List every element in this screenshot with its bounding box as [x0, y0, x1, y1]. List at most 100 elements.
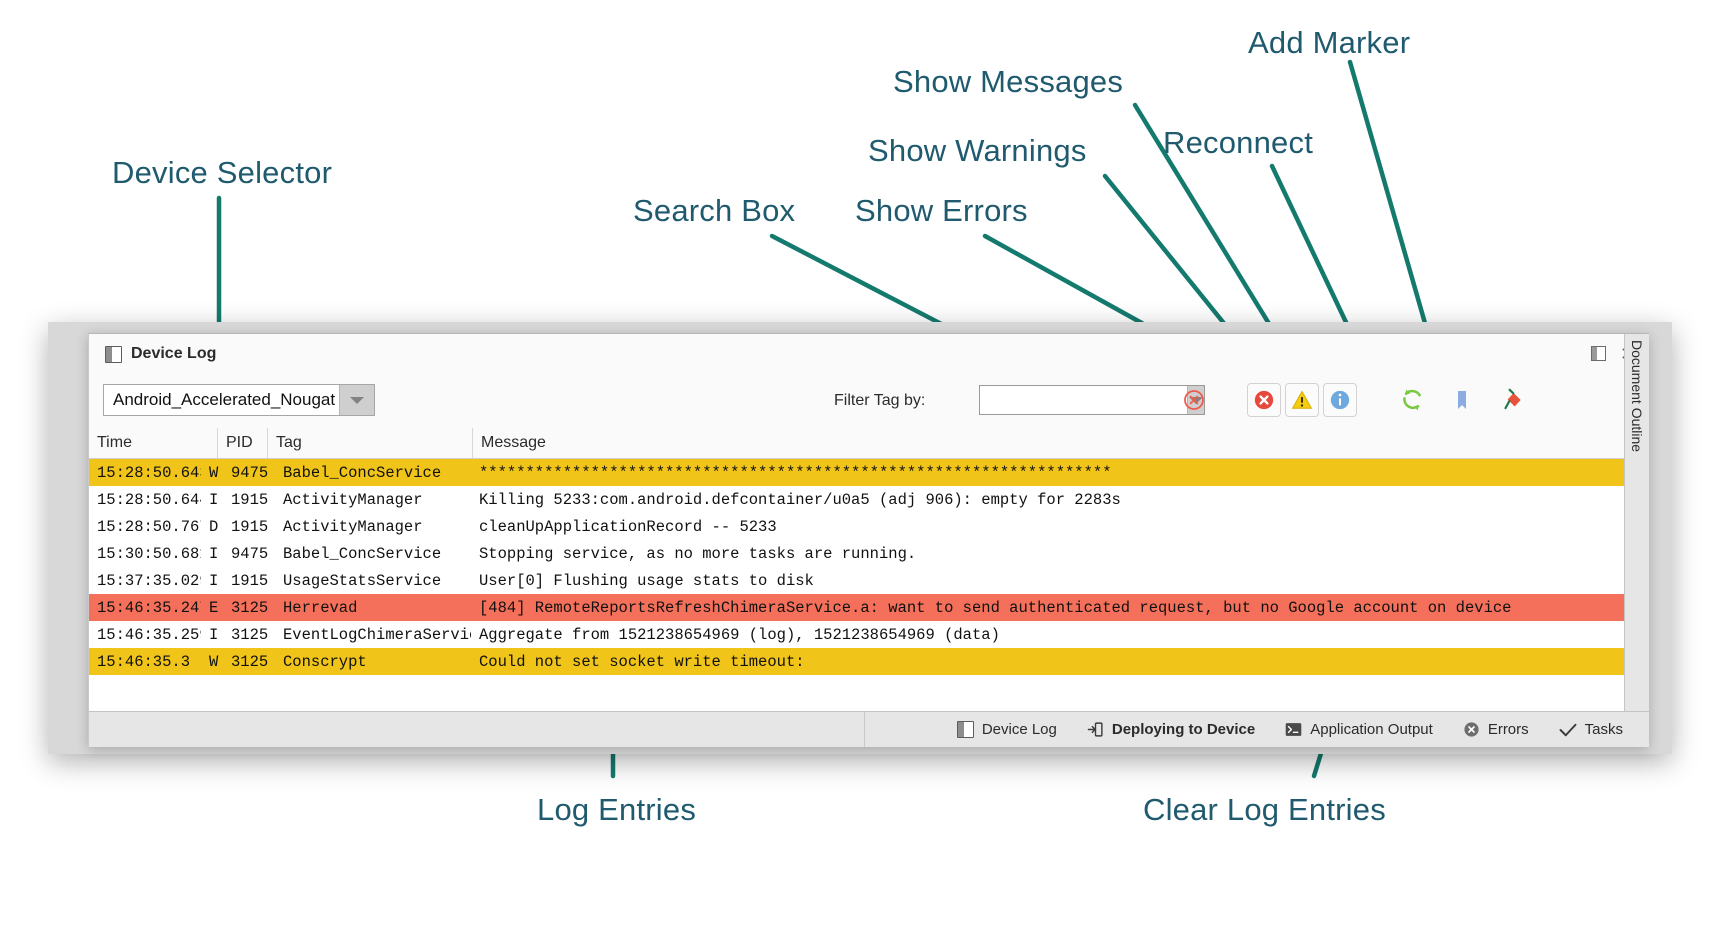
log-cell-level: I [209, 490, 219, 509]
log-cell-message: Killing 5233:com.android.defcontainer/u0… [479, 490, 1121, 509]
annotation-device-selector: Device Selector [112, 155, 333, 190]
log-cell-tag: ActivityManager [283, 490, 423, 509]
annotation-show-warnings: Show Warnings [868, 133, 1087, 168]
log-cell-level: I [209, 571, 219, 590]
log-row[interactable]: 15:46:35.3 W 3125 Conscrypt Could not set so… [89, 648, 1625, 675]
warning-triangle-icon [1291, 390, 1313, 409]
log-cell-level: I [209, 544, 219, 563]
log-cell-tag: UsageStatsService [283, 571, 442, 590]
log-cell-message: Could not set socket write timeout: [479, 652, 805, 671]
log-cell-message: ****************************************… [479, 463, 1112, 482]
log-cell-level: I [209, 625, 219, 644]
status-tab-label: Tasks [1584, 721, 1623, 738]
log-cell-pid: 3125 [231, 598, 269, 617]
log-cell-time: 15:30:50.681 [97, 544, 201, 563]
log-cell-time: 15:28:50.644 [97, 490, 201, 509]
device-selector-dropdown[interactable]: Android_Accelerated_Nougat [103, 384, 375, 416]
log-row[interactable]: 15:37:35.029 I 1915 UsageStatsService User[0… [89, 567, 1625, 594]
column-header-time[interactable]: Time [97, 434, 132, 451]
log-cell-message: User[0] Flushing usage stats to disk [479, 571, 814, 590]
status-tab-deploying-to-device[interactable]: Deploying to Device [1087, 721, 1255, 738]
device-log-panel: Device Log ✕ Android_Accelerated_Nougat … [88, 333, 1649, 747]
log-cell-tag: Babel_ConcService [283, 544, 442, 563]
minimize-panel-icon[interactable] [1591, 346, 1606, 361]
log-row[interactable]: 15:30:50.681 I 9475 Babel_ConcService Stoppi… [89, 540, 1625, 567]
log-cell-pid: 1915 [231, 517, 269, 536]
search-box[interactable] [979, 385, 1205, 415]
status-tab-errors[interactable]: Errors [1463, 721, 1529, 738]
log-cell-tag: ActivityManager [283, 517, 423, 536]
column-header-pid[interactable]: PID [217, 428, 267, 458]
status-tab-label: Errors [1487, 721, 1529, 738]
log-cell-time: 15:28:50.643 [97, 463, 201, 482]
show-messages-button[interactable] [1323, 383, 1357, 417]
log-cell-tag: Herrevad [283, 598, 358, 617]
log-cell-pid: 3125 [231, 625, 269, 644]
log-row[interactable]: 15:46:35.247 E 3125 Herrevad [484] RemoteRep… [89, 594, 1625, 621]
search-input[interactable] [980, 386, 1187, 414]
log-cell-pid: 9475 [231, 463, 269, 482]
checkmark-icon [1559, 723, 1577, 736]
status-tab-tasks[interactable]: Tasks [1559, 721, 1623, 738]
device-selector-value: Android_Accelerated_Nougat [113, 390, 336, 409]
document-outline-strip[interactable]: Document Outline [1624, 334, 1649, 747]
annotation-add-marker: Add Marker [1248, 25, 1411, 60]
clear-filter-button[interactable] [1177, 383, 1211, 417]
log-cell-time: 15:46:35.247 [97, 598, 201, 617]
error-x-circle-icon [1464, 722, 1479, 737]
log-cell-level: W [209, 463, 219, 482]
log-cell-message: Aggregate from 1521238654969 (log), 1521… [479, 625, 1000, 644]
panel-split-icon [956, 721, 974, 738]
log-cell-time: 15:37:35.029 [97, 571, 201, 590]
column-header-tag[interactable]: Tag [267, 428, 472, 458]
annotation-show-errors: Show Errors [855, 193, 1028, 228]
bottom-status-bar: Device Log Deploying to Device Applicati… [89, 711, 1649, 747]
status-tab-label: Deploying to Device [1111, 721, 1256, 738]
log-cell-pid: 1915 [231, 571, 269, 590]
log-cell-message: [484] RemoteReportsRefreshChimeraService… [479, 598, 1512, 617]
log-cell-tag: Conscrypt [283, 652, 367, 671]
status-tab-label: Application Output [1310, 721, 1433, 738]
log-table-header: Time PID Tag Message [89, 428, 1625, 459]
bookmark-icon [1458, 391, 1466, 409]
circle-x-outline-icon [1184, 390, 1204, 410]
deploy-arrow-icon [1087, 722, 1103, 737]
clear-log-button[interactable] [1495, 383, 1529, 417]
log-cell-tag: Babel_ConcService [283, 463, 442, 482]
log-cell-level: W [209, 652, 219, 671]
log-cell-time: 15:46:35.3 [97, 652, 191, 671]
annotation-show-messages: Show Messages [893, 64, 1124, 99]
filter-tag-label: Filter Tag by: [834, 392, 926, 409]
log-row[interactable]: 15:28:50.643 W 9475 Babel_ConcService ******… [89, 459, 1625, 486]
refresh-arrows-icon [1403, 389, 1421, 411]
log-cell-pid: 9475 [231, 544, 269, 563]
log-cell-time: 15:46:35.259 [97, 625, 201, 644]
panel-split-icon [105, 345, 122, 363]
status-tab-application-output[interactable]: Application Output [1285, 721, 1433, 738]
log-cell-level: E [209, 598, 219, 617]
info-circle-icon [1330, 390, 1350, 410]
show-warnings-button[interactable] [1285, 383, 1319, 417]
log-cell-level: D [209, 517, 219, 536]
log-cell-pid: 3125 [231, 652, 269, 671]
log-cell-message: Stopping service, as no more tasks are r… [479, 544, 917, 563]
column-header-message[interactable]: Message [472, 428, 1625, 458]
annotation-clear-log-entries: Clear Log Entries [1143, 792, 1386, 827]
show-errors-button[interactable] [1247, 383, 1281, 417]
status-tab-device-log[interactable]: Device Log [956, 721, 1057, 738]
clear-eraser-icon [1504, 388, 1521, 410]
document-outline-label: Document Outline [1629, 340, 1645, 453]
annotation-reconnect: Reconnect [1163, 125, 1314, 160]
chevron-down-icon[interactable] [339, 385, 374, 415]
reconnect-button[interactable] [1395, 383, 1429, 417]
annotation-log-entries: Log Entries [537, 792, 697, 827]
panel-title: Device Log [105, 345, 216, 363]
ide-window-shadow: Device Log ✕ Android_Accelerated_Nougat … [48, 322, 1672, 754]
add-marker-button[interactable] [1445, 383, 1479, 417]
error-circle-icon [1254, 390, 1274, 410]
